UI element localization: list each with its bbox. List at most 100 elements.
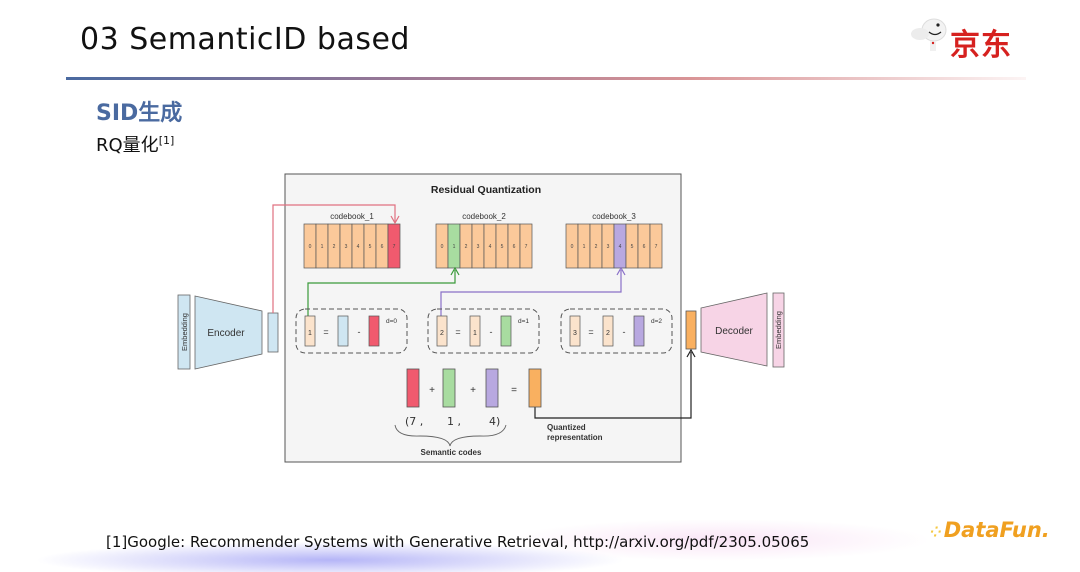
minus-op: -	[490, 327, 493, 337]
arrow-quantized-to-decoder	[534, 352, 692, 419]
residual-group-0: 1 = - d=0	[295, 308, 408, 354]
reference-footnote: [1]Google: Recommender Systems with Gene…	[106, 533, 810, 551]
codebook-cell-index: 2	[333, 244, 336, 250]
codebook-cell-index: 3	[345, 244, 348, 250]
residual-group-1: 2=1-d=1	[427, 308, 540, 354]
residual-result-index: 2	[440, 330, 444, 337]
residual-minuend-vector	[602, 315, 614, 347]
residual-minuend-vector	[337, 315, 349, 347]
encoder-label: Encoder	[207, 328, 245, 339]
semantic-code-close: 4)	[489, 415, 500, 428]
equals-op: =	[588, 327, 593, 337]
code-vector-3	[485, 368, 499, 408]
input-embedding	[177, 294, 191, 370]
codebook-cell-index: 5	[501, 244, 504, 250]
depth-label: d=1	[518, 318, 529, 325]
codebook-cell	[649, 223, 663, 269]
residual-result-index: 3	[573, 330, 577, 337]
arrow-latent-to-codebook1	[272, 204, 396, 313]
output-embedding	[772, 292, 785, 368]
arrow-residual1-to-codebook2	[307, 270, 456, 316]
residual-result-vector	[304, 315, 316, 347]
residual-result-vector	[436, 315, 448, 347]
quantized-label-2: representation	[547, 433, 603, 442]
minus-op: -	[358, 327, 361, 337]
codebook-cell-index: 0	[441, 244, 444, 250]
codebook-cell-index: 1	[321, 244, 324, 250]
arrow-head-purple	[616, 266, 626, 276]
semantic-codes-brace	[394, 424, 507, 447]
arrow-residual2-to-codebook3	[440, 270, 622, 316]
codebook-cell-index: 4	[489, 244, 492, 250]
datafun-logo: ⁘DataFun.	[930, 518, 1050, 542]
title-divider	[66, 77, 1026, 80]
input-embedding-label: Embedding	[180, 313, 189, 351]
rq-title: Residual Quantization	[431, 184, 541, 196]
section-subheading: RQ量化[1]	[96, 131, 174, 157]
codebook-cell-index: 3	[477, 244, 480, 250]
footer-decoration	[0, 520, 1080, 572]
residual-group-2: 3 = 2 - d=2	[560, 308, 673, 354]
datafun-logo-text: DataFun.	[943, 518, 1050, 542]
decoder-block	[700, 292, 768, 367]
semantic-code-open: (7 ,	[405, 415, 423, 428]
codebook-cell-index: 2	[595, 244, 598, 250]
codebook-cell-index: 6	[513, 244, 516, 250]
codebook-cell-index: 4	[619, 244, 622, 250]
codebook-cell-index: 7	[525, 244, 528, 250]
equals-op: =	[323, 327, 328, 337]
residual-dashed-box	[427, 308, 540, 354]
arrow-head-black	[686, 348, 696, 358]
section-subtitle: SID生成	[96, 101, 183, 126]
codebook-2: codebook_2 0 1 2 3 4 5 6 7	[435, 212, 533, 269]
residual-dashed-box	[560, 308, 673, 354]
semantic-code-mid: 1 ,	[447, 415, 461, 428]
codebook-cell-index: 7	[393, 244, 396, 250]
depth-label: d=2	[651, 318, 662, 325]
code-vector-2	[442, 368, 456, 408]
page-title: 03 SemanticID based	[80, 22, 410, 57]
codebook-cell-index: 0	[571, 244, 574, 250]
codebook-label: codebook_2	[462, 212, 506, 221]
codebook-cell-index: 7	[655, 244, 658, 250]
depth-label: d=0	[386, 318, 397, 325]
brand-logo-text: 京东	[950, 28, 1012, 63]
jd-dog-mascot-icon	[911, 18, 947, 51]
residual-minuend-index: 2	[606, 330, 610, 337]
quantized-label-1: Quantized	[547, 423, 586, 432]
codebook-cell-index: 1	[453, 244, 456, 250]
quantized-vector-out	[685, 310, 697, 350]
residual-groups: 1 = - d=0 2 = 1 - d=1 3 = 2 - d=2	[295, 308, 673, 354]
codebook-cell-index: 2	[465, 244, 468, 250]
residual-minuend-vector	[469, 315, 481, 347]
codebook-cell-index: 0	[309, 244, 312, 250]
codebook-cell	[519, 223, 533, 269]
codebook-cell-index: 6	[381, 244, 384, 250]
minus-op: -	[623, 327, 626, 337]
code-vector-1	[406, 368, 420, 408]
datafun-dots-icon: ⁘	[930, 525, 942, 541]
plus-op-2: +	[470, 385, 476, 396]
rq-frame	[284, 173, 682, 463]
residual-codeword-vector	[500, 315, 512, 347]
encoder-block	[194, 295, 263, 370]
residual-result-vector	[569, 315, 581, 347]
codebook-cell-index: 4	[357, 244, 360, 250]
semantic-codes-label: Semantic codes	[421, 448, 482, 457]
arrow-head-green	[450, 266, 460, 276]
codebook-cell-index: 5	[369, 244, 372, 250]
quantized-vector	[528, 368, 542, 408]
residual-codeword-vector	[368, 315, 380, 347]
subheading-text: RQ量化	[96, 135, 159, 156]
plus-op-1: +	[429, 385, 435, 396]
codebook-cell-index: 3	[607, 244, 610, 250]
residual-result-index: 1	[308, 330, 312, 337]
residual-dashed-box	[295, 308, 408, 354]
decoder-label: Decoder	[715, 326, 753, 337]
output-embedding-label: Embedding	[774, 311, 783, 349]
codebook-cell-selected	[387, 223, 401, 269]
